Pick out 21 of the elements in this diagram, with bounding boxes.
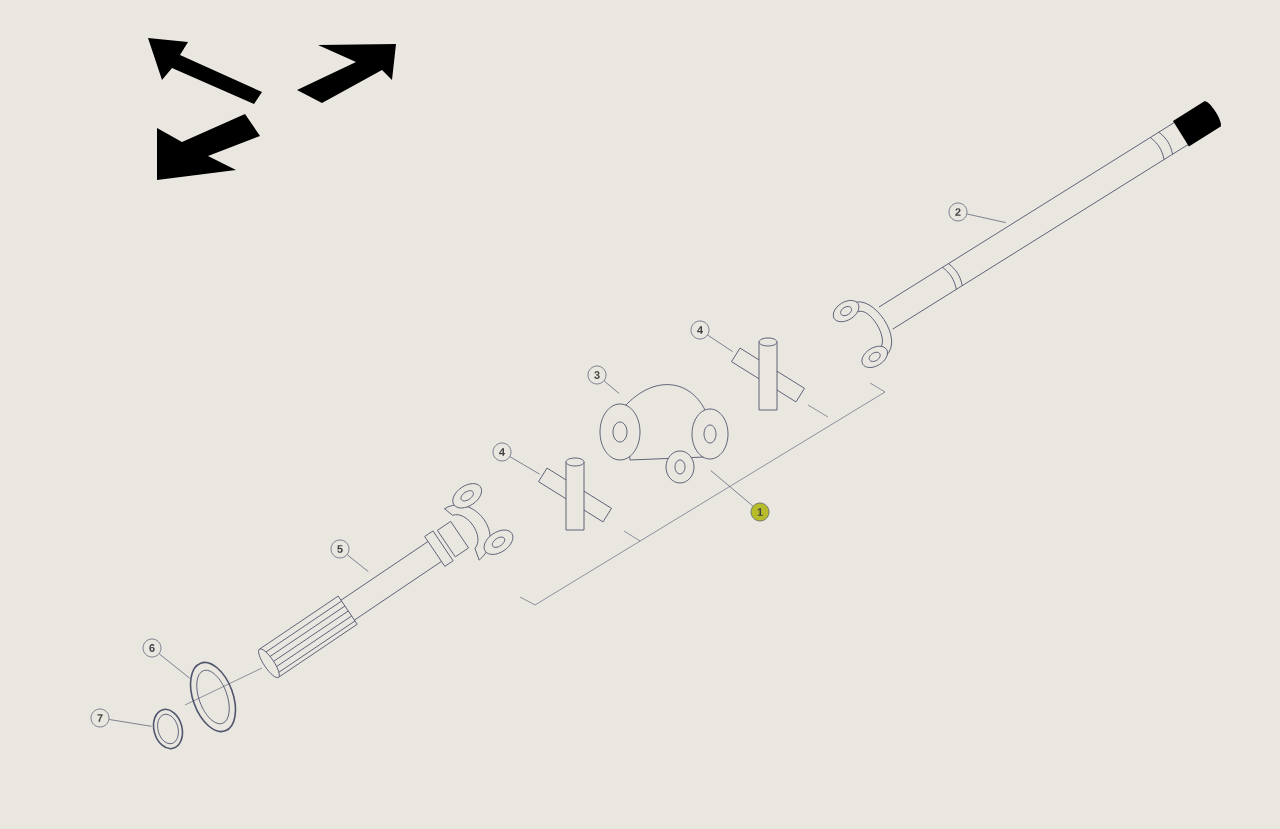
callout-number: 4 bbox=[492, 442, 512, 462]
leader-line bbox=[707, 334, 733, 352]
leader-line bbox=[158, 653, 190, 679]
callout-number: 1 bbox=[750, 502, 770, 522]
cross-drawing bbox=[538, 457, 612, 531]
cross-drawing bbox=[731, 337, 805, 411]
ring-drawing bbox=[152, 708, 184, 750]
callout-number: 6 bbox=[142, 638, 162, 658]
yoke-drawing bbox=[599, 384, 729, 484]
callout-number: 4 bbox=[690, 320, 710, 340]
shaft-drawing bbox=[258, 483, 514, 679]
leader-line bbox=[346, 554, 369, 572]
shaft-drawing bbox=[832, 101, 1221, 368]
washer-drawing bbox=[189, 661, 237, 733]
leader-line bbox=[966, 213, 1007, 223]
leader-line bbox=[509, 456, 540, 475]
leader-line bbox=[108, 719, 152, 727]
leader-line bbox=[710, 470, 754, 507]
callout-number: 7 bbox=[90, 708, 110, 728]
leader-line bbox=[603, 380, 620, 394]
callout-number: 3 bbox=[587, 365, 607, 385]
